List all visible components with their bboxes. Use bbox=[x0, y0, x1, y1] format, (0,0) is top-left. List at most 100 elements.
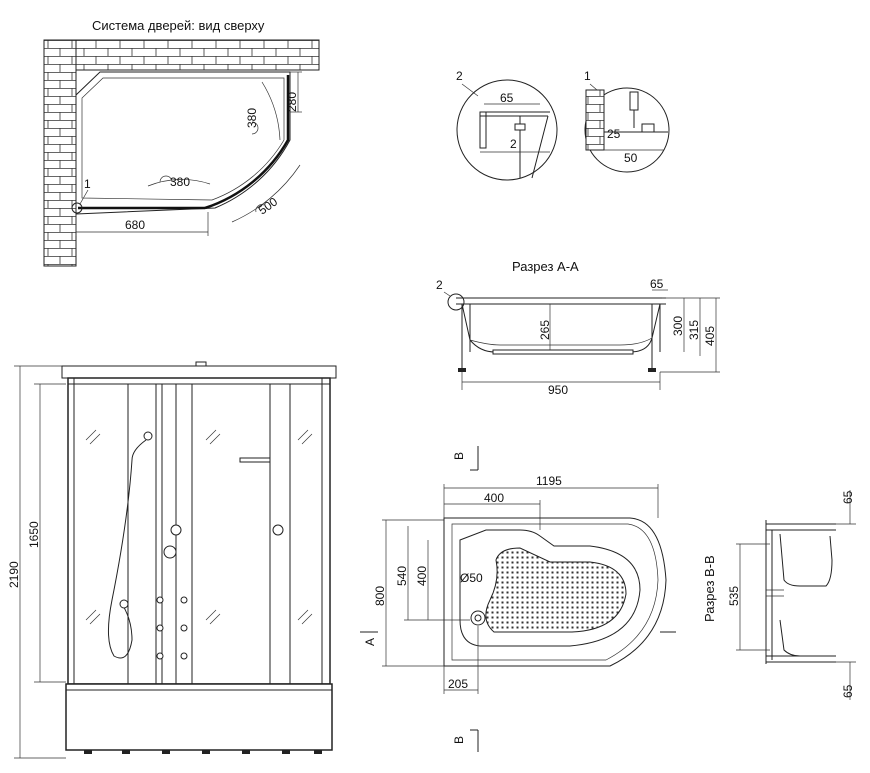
section-aa-foot-right bbox=[648, 368, 656, 372]
cabin-tray bbox=[65, 683, 333, 751]
dim-50-detail1: 50 bbox=[624, 151, 638, 165]
tray-foot-7 bbox=[314, 750, 322, 754]
dim-405: 405 bbox=[703, 326, 717, 346]
shelf bbox=[239, 457, 271, 463]
top-view-title: Система дверей: вид сверху bbox=[92, 18, 265, 33]
detail-1-panel bbox=[629, 91, 639, 111]
tray-plan: В 1195 400 Ø50 800 540 400 А bbox=[360, 446, 676, 752]
mark-a-left: А bbox=[363, 638, 377, 646]
section-aa-foot-left bbox=[458, 368, 466, 372]
section-aa-base bbox=[492, 349, 634, 355]
section-aa: Разрез А-А 2 265 65 300 315 405 950 bbox=[436, 259, 720, 397]
callout-1-circle bbox=[71, 202, 83, 214]
cabin-roof-vent bbox=[195, 361, 207, 367]
dim-400-left: 400 bbox=[415, 566, 429, 586]
tray-bowl bbox=[459, 529, 641, 647]
dim-65-detail2: 65 bbox=[500, 91, 514, 105]
detail-1-callout: 1 bbox=[584, 69, 591, 83]
dim-2-detail2: 2 bbox=[510, 137, 517, 151]
dim-arc-380-bottom bbox=[147, 179, 211, 187]
dim-205: 205 bbox=[448, 677, 468, 691]
section-bb-profile-lower bbox=[779, 619, 830, 657]
dim-380-bottom: 380 bbox=[170, 175, 190, 189]
dim-535: 535 bbox=[727, 586, 741, 606]
tray-foot-1 bbox=[84, 750, 92, 754]
dim-280: 280 bbox=[285, 92, 299, 112]
detail-1-circle bbox=[584, 87, 670, 173]
glass-mark-1 bbox=[85, 429, 101, 445]
jet-4 bbox=[180, 624, 188, 632]
dim-semicircle-380-right bbox=[251, 121, 259, 135]
detail-2-slope bbox=[531, 115, 549, 179]
glass-mark-2 bbox=[205, 429, 221, 445]
detail-1-block bbox=[641, 123, 655, 133]
dim-drain: Ø50 bbox=[460, 571, 483, 585]
section-aa-bowl-inner bbox=[469, 337, 653, 346]
callout-1-top: 1 bbox=[84, 177, 91, 191]
dim-arc-380-right bbox=[261, 81, 281, 141]
dim-500: 500 bbox=[256, 194, 281, 217]
dim-300: 300 bbox=[671, 316, 685, 336]
enclosure-outline bbox=[75, 71, 291, 215]
section-bb: Разрез В-В 65 535 65 bbox=[702, 490, 856, 700]
mark-b-top: В bbox=[452, 452, 466, 460]
section-bb-title: Разрез В-В bbox=[702, 555, 717, 622]
dim-semicircle-500 bbox=[255, 204, 265, 213]
jet-1 bbox=[156, 596, 164, 604]
dim-65-bb-top: 65 bbox=[841, 490, 855, 504]
detail-2-rim bbox=[479, 111, 487, 149]
jet-6 bbox=[180, 652, 188, 660]
door-handle-right bbox=[272, 524, 284, 536]
door-handle-left bbox=[170, 524, 182, 536]
section-aa-title: Разрез А-А bbox=[512, 259, 579, 274]
dim-800: 800 bbox=[373, 586, 387, 606]
glass-mark-4 bbox=[85, 609, 101, 625]
dim-680: 680 bbox=[125, 218, 145, 232]
detail-2-leader bbox=[461, 83, 479, 97]
drain-inner bbox=[474, 614, 482, 622]
dim-1650: 1650 bbox=[27, 521, 41, 548]
hand-shower bbox=[119, 599, 129, 609]
detail-2-bracket bbox=[514, 123, 526, 131]
section-aa-leader bbox=[443, 291, 451, 297]
detail-1-wall bbox=[585, 89, 605, 151]
detail-2: 2 65 2 bbox=[456, 69, 558, 181]
tray-outline-inner bbox=[451, 523, 659, 661]
dim-950: 950 bbox=[548, 383, 568, 397]
door-track-arc bbox=[204, 75, 290, 210]
dim-65-aa: 65 bbox=[650, 277, 664, 291]
cabin-roof bbox=[61, 365, 337, 379]
glass-mark-5 bbox=[205, 609, 221, 625]
detail-1: 1 25 50 bbox=[584, 69, 670, 173]
dim-65-bb-bottom: 65 bbox=[841, 684, 855, 698]
door-track-inner bbox=[81, 77, 285, 201]
dim-semicircle-380-bottom bbox=[159, 175, 173, 183]
dim-315: 315 bbox=[687, 320, 701, 340]
tray-foot-5 bbox=[242, 750, 250, 754]
section-bb-profile bbox=[779, 533, 833, 587]
shower-hose bbox=[108, 439, 147, 659]
dim-400-top: 400 bbox=[484, 491, 504, 505]
top-view: Система дверей: вид сверху 380 280 380 5… bbox=[43, 18, 320, 267]
shower-head bbox=[143, 431, 153, 441]
tray-foot-6 bbox=[282, 750, 290, 754]
dim-25-detail1: 25 bbox=[607, 127, 621, 141]
section-aa-callout-circle bbox=[447, 293, 465, 311]
detail-2-callout: 2 bbox=[456, 69, 463, 83]
brick-wall-left bbox=[43, 39, 77, 267]
glass-mark-6 bbox=[297, 609, 313, 625]
jet-2 bbox=[180, 596, 188, 604]
tray-foot-4 bbox=[202, 750, 210, 754]
cabin-frame bbox=[67, 377, 331, 685]
callout-1-leader bbox=[79, 189, 89, 205]
jet-3 bbox=[156, 624, 164, 632]
brick-wall-top bbox=[43, 39, 320, 71]
mixer bbox=[163, 545, 177, 559]
tray-anti-slip bbox=[485, 547, 627, 633]
tray-foot-2 bbox=[122, 750, 130, 754]
tray-foot-3 bbox=[162, 750, 170, 754]
tray-outline bbox=[443, 517, 667, 667]
dim-2190: 2190 bbox=[7, 561, 21, 588]
detail-2-circle bbox=[456, 79, 558, 181]
